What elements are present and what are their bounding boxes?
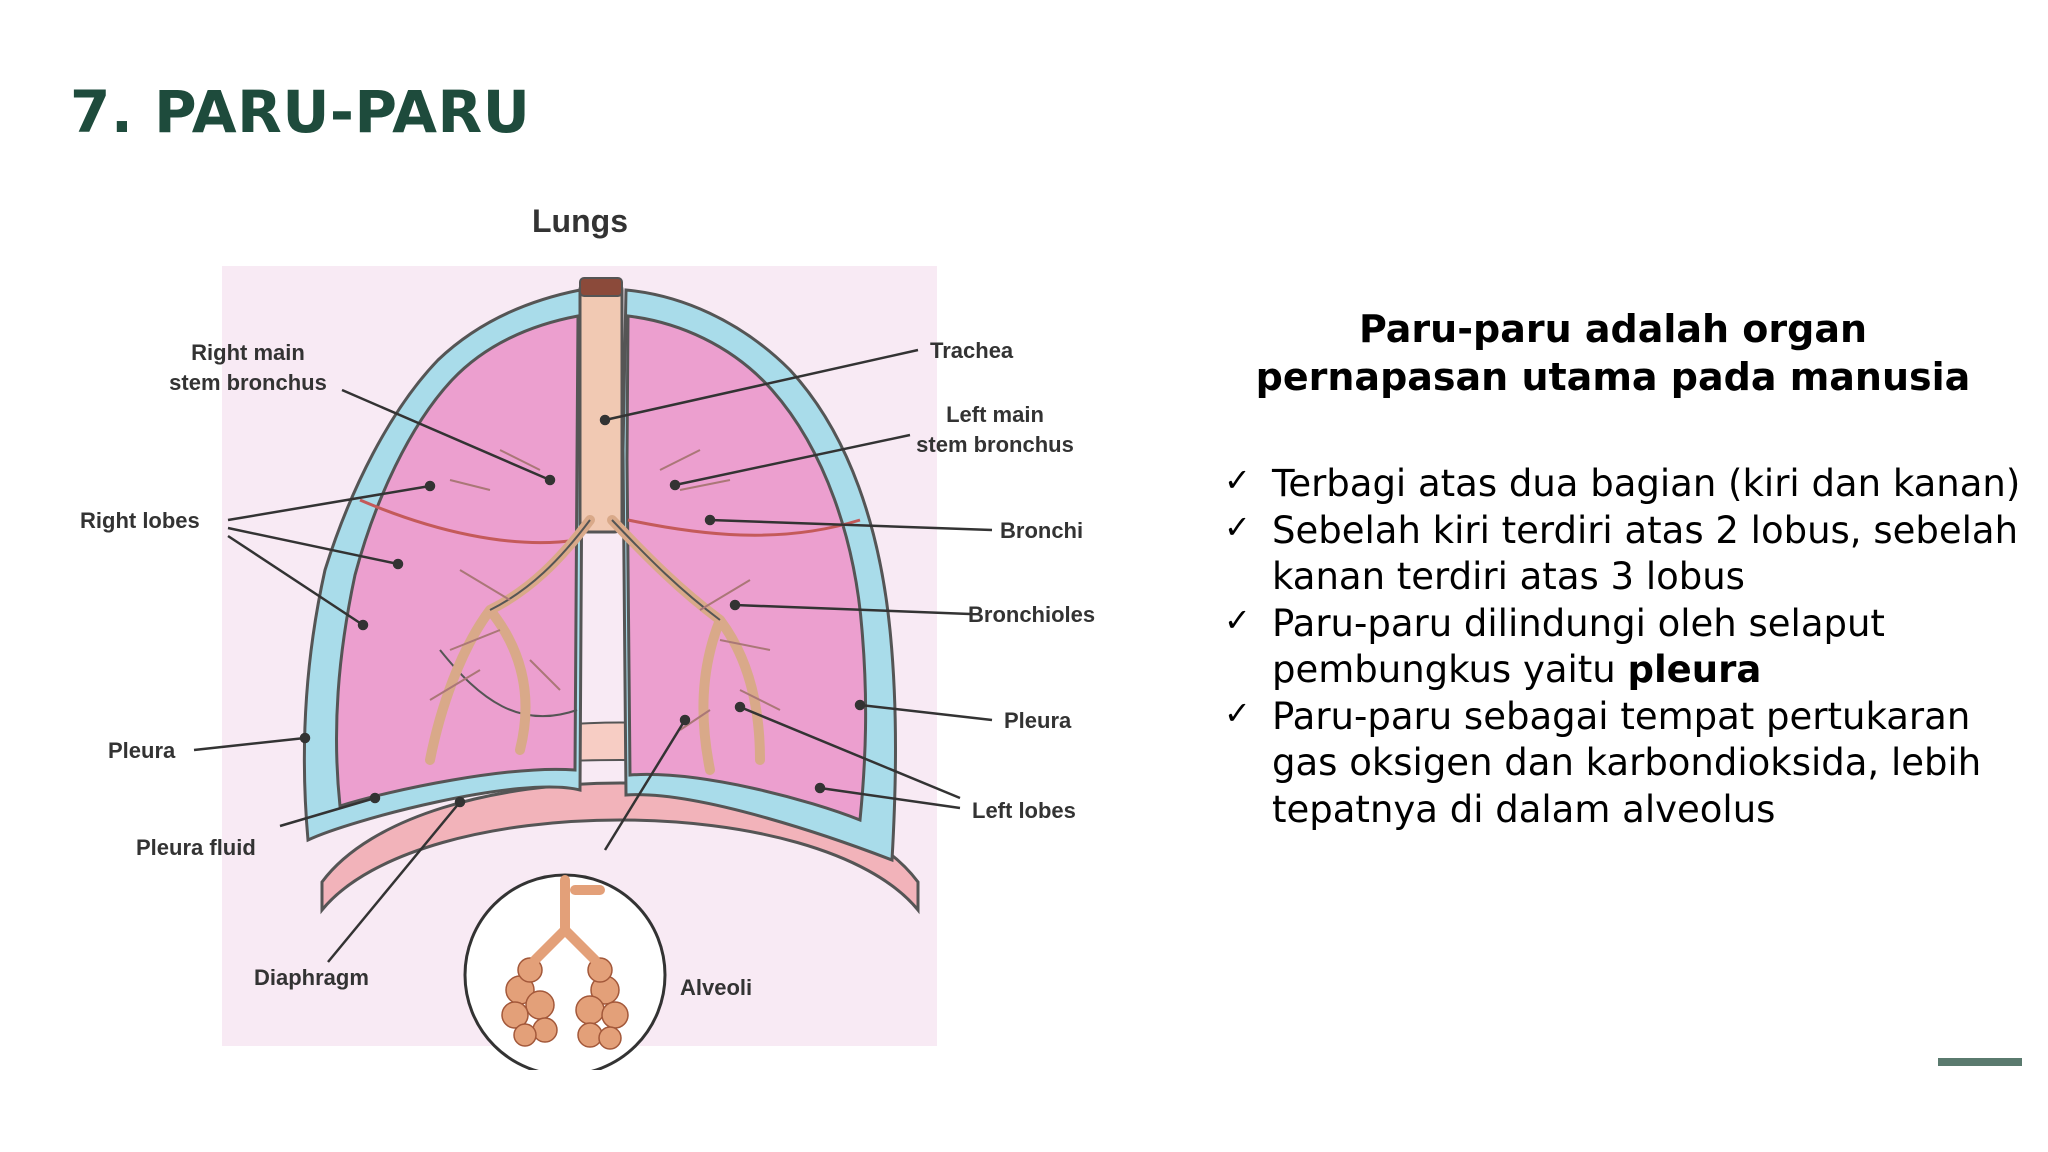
label-right-main-1: Right main xyxy=(191,340,305,365)
label-left-main-1: Left main xyxy=(946,402,1044,427)
bullet-item: ✓ Sebelah kiri terdiri atas 2 lobus, seb… xyxy=(1224,508,2024,601)
label-bronchi: Bronchi xyxy=(1000,518,1083,543)
right-lung-shape xyxy=(335,314,580,808)
diagram-title: Lungs xyxy=(532,203,628,239)
label-trachea: Trachea xyxy=(930,338,1014,363)
label-bronchioles: Bronchioles xyxy=(968,602,1095,627)
check-icon: ✓ xyxy=(1224,461,1251,499)
bronchioles-shape xyxy=(429,449,781,731)
label-alveoli: Alveoli xyxy=(680,975,752,1000)
bullet-text: Paru-paru dilindungi oleh selaput pembun… xyxy=(1272,601,1885,692)
bullet-list: ✓ Terbagi atas dua bagian (kiri dan kana… xyxy=(1224,461,2024,833)
check-icon: ✓ xyxy=(1224,600,1251,639)
label-pleura-fluid: Pleura fluid xyxy=(136,835,256,860)
bullet-text: Sebelah kiri terdiri atas 2 lobus, sebel… xyxy=(1272,508,2019,599)
bullet-item: ✓ Paru-paru dilindungi oleh selaput pemb… xyxy=(1224,601,2024,694)
label-left-lobes: Left lobes xyxy=(972,798,1076,823)
check-icon: ✓ xyxy=(1224,693,1251,732)
left-lung-shape xyxy=(625,314,868,823)
bullet-item: ✓ Paru-paru sebagai tempat pertukaran ga… xyxy=(1224,694,2024,834)
bullet-text: Paru-paru sebagai tempat pertukaran gas … xyxy=(1272,694,1982,831)
label-diaphragm: Diaphragm xyxy=(254,965,369,990)
label-pleura-right: Pleura xyxy=(1004,708,1072,733)
content-heading: Paru-paru adalah organ pernapasan utama … xyxy=(1224,305,2024,401)
lungs-diagram: Lungs Right main stem bronchus Right lob… xyxy=(60,190,1140,1070)
bullet-text: Terbagi atas dua bagian (kiri dan kanan) xyxy=(1272,462,2021,505)
slide-title: 7. PARU-PARU xyxy=(70,78,531,146)
leader-lines xyxy=(193,348,993,963)
alveoli-clusters xyxy=(501,957,629,1050)
label-left-main-2: stem bronchus xyxy=(916,432,1074,457)
lungs-illustration: Lungs Right main stem bronchus Right lob… xyxy=(80,203,1095,1070)
label-right-lobes: Right lobes xyxy=(80,508,200,533)
bullet-bold-term: pleura xyxy=(1627,648,1762,691)
trachea-shape xyxy=(578,280,624,534)
check-icon: ✓ xyxy=(1224,507,1251,546)
heading-line-1: Paru-paru adalah organ xyxy=(1358,307,1868,351)
accent-line xyxy=(1938,1058,2022,1066)
text-panel: Paru-paru adalah organ pernapasan utama … xyxy=(1224,305,2024,833)
bullet-item: ✓ Terbagi atas dua bagian (kiri dan kana… xyxy=(1224,461,2024,508)
label-pleura-left: Pleura xyxy=(108,738,176,763)
label-right-main-2: stem bronchus xyxy=(169,370,327,395)
heading-line-2: pernapasan utama pada manusia xyxy=(1255,355,1971,399)
